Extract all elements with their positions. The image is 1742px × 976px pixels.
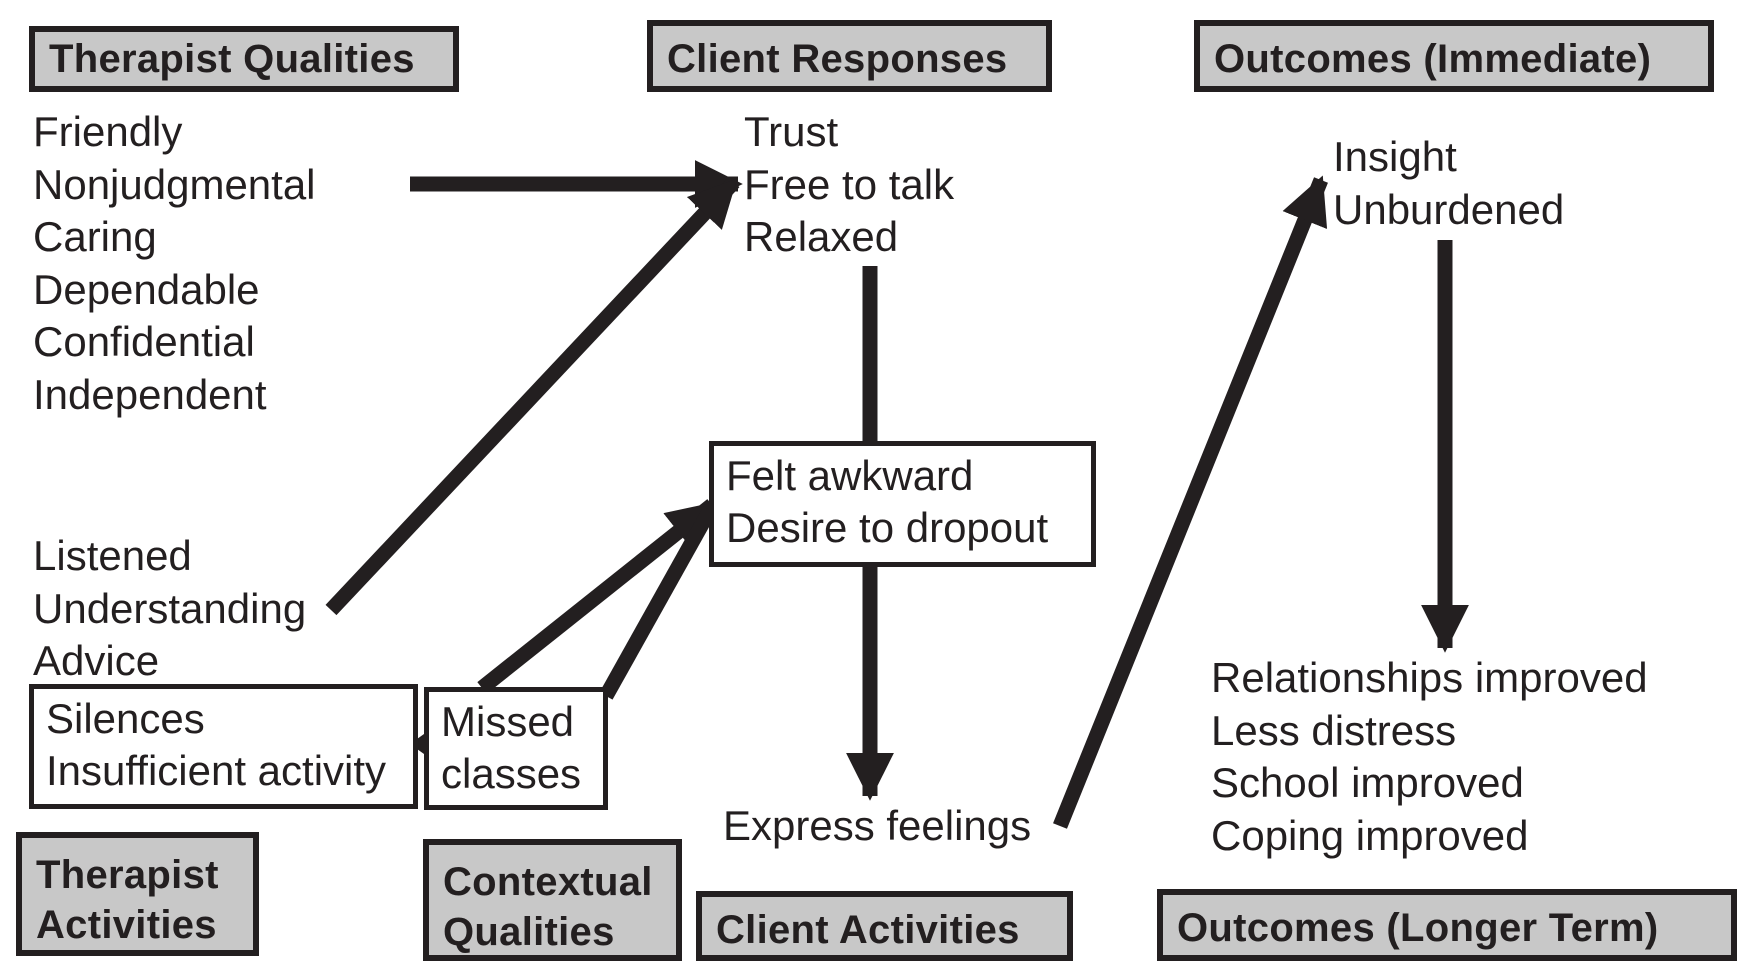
header-outcomes-immediate: Outcomes (Immediate) xyxy=(1194,20,1714,92)
header-contextual-qualities: Contextual Qualities xyxy=(423,839,682,961)
client-responses-list: Trust Free to talk Relaxed xyxy=(744,106,954,264)
arrow-missed-classes-to-awkward-box-left xyxy=(477,499,717,694)
list-item: Confidential xyxy=(33,318,255,366)
header-line: Qualities xyxy=(443,910,615,954)
list-item: Unburdened xyxy=(1333,185,1565,233)
header-line: Contextual xyxy=(443,860,653,904)
outcomes-immediate-list: Insight Unburdened xyxy=(1333,131,1564,236)
header-therapist-qualities: Therapist Qualities xyxy=(29,26,459,92)
therapist-activities-negative-box: Silences Insufficient activity xyxy=(29,684,418,809)
list-item: Independent xyxy=(33,370,267,418)
box-line: Missed xyxy=(441,698,575,745)
therapist-activities-list: Listened Understanding Advice xyxy=(33,530,306,688)
therapist-qualities-list: Friendly Nonjudgmental Caring Dependable… xyxy=(33,106,316,422)
list-item: Friendly xyxy=(33,108,183,155)
list-item: Free to talk xyxy=(744,160,955,208)
express-feelings-label: Express feelings xyxy=(723,802,1032,849)
list-item: Relaxed xyxy=(744,213,899,261)
box-line: Silences xyxy=(46,695,205,742)
list-item: Insight xyxy=(1333,133,1457,180)
client-responses-negative-box: Felt awkward Desire to dropout xyxy=(709,441,1096,567)
list-item: Coping improved xyxy=(1211,811,1529,859)
header-line: Activities xyxy=(36,903,217,947)
list-item: Trust xyxy=(744,108,839,155)
arrow-express-feelings-to-insight xyxy=(1053,175,1328,829)
list-item: Nonjudgmental xyxy=(33,160,316,208)
header-outcomes-longer-term: Outcomes (Longer Term) xyxy=(1157,889,1737,961)
outcomes-longer-term-list: Relationships improved Less distress Sch… xyxy=(1211,652,1648,862)
arrow-activities-to-responses xyxy=(325,176,740,616)
list-item: Listened xyxy=(33,532,192,579)
list-item: Less distress xyxy=(1211,706,1457,754)
box-line: Insufficient activity xyxy=(46,747,387,794)
arrow-missed-classes-to-awkward-box-right xyxy=(599,506,717,700)
list-item: Dependable xyxy=(33,265,260,313)
list-item: School improved xyxy=(1211,759,1524,807)
box-line: classes xyxy=(441,750,582,797)
list-item: Advice xyxy=(33,637,160,685)
list-item: Understanding xyxy=(33,584,307,632)
header-client-responses: Client Responses xyxy=(647,20,1052,92)
contextual-missed-classes-box: Missed classes xyxy=(424,687,608,810)
header-client-activities: Client Activities xyxy=(696,891,1073,961)
box-line: Felt awkward xyxy=(726,452,974,499)
list-item: Relationships improved xyxy=(1211,654,1648,701)
box-line: Desire to dropout xyxy=(726,504,1049,551)
list-item: Caring xyxy=(33,213,157,261)
header-therapist-activities: Therapist Activities xyxy=(16,832,259,956)
header-line: Therapist xyxy=(36,853,219,897)
